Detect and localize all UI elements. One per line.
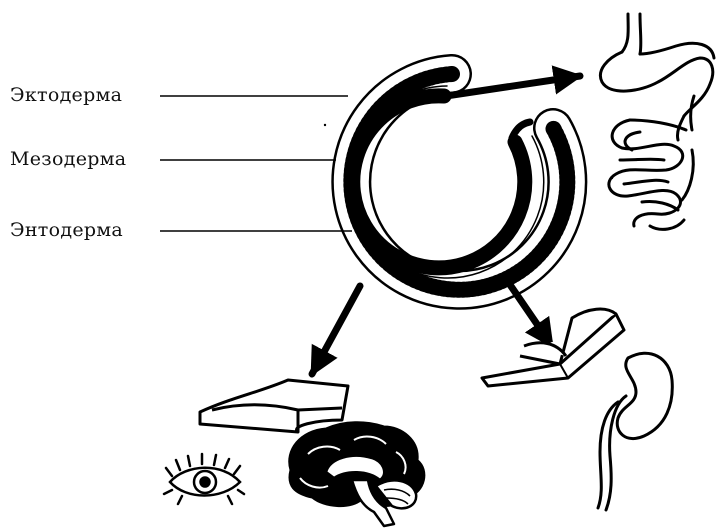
skin-layer-icon: [200, 380, 348, 432]
endoderm-layer: [351, 74, 567, 290]
gastrula-ring: [351, 74, 567, 290]
stomach-intestine-icon: [600, 14, 714, 229]
muscle-sheet-icon: [482, 309, 624, 386]
eye-icon: [164, 454, 244, 504]
mesoderm-label: Мезодерма: [10, 148, 126, 170]
arrow-to-nervous-skin: [312, 286, 360, 374]
kidney-icon: [598, 353, 672, 510]
ectoderm-label: Эктодерма: [10, 84, 122, 106]
endoderm-label: Энтодерма: [10, 219, 123, 241]
brain-icon: [289, 422, 425, 526]
